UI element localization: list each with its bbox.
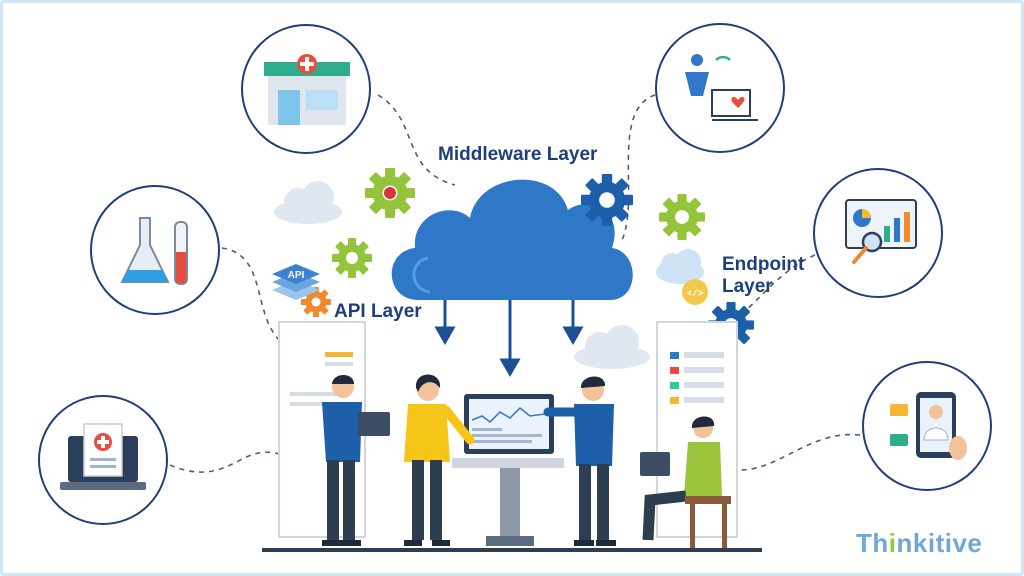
lab-flasks-icon — [90, 185, 220, 315]
decor-clouds — [274, 181, 650, 369]
svg-text:API: API — [288, 270, 305, 281]
central-monitor — [452, 394, 564, 546]
endpoint-layer-label: Endpoint Layer — [722, 254, 832, 298]
api-stack-icon: API — [272, 264, 320, 300]
svg-text:</>: </> — [687, 289, 703, 299]
analytics-dashboard-icon — [813, 168, 943, 298]
person-man-laptop — [322, 375, 390, 546]
endpoint-label-line2: Layer — [722, 276, 773, 297]
gear-icon — [659, 194, 705, 240]
api-layer-label: API Layer — [334, 301, 422, 322]
brand-logo: Thinkitive — [856, 528, 982, 559]
person-woman-yellow — [404, 374, 475, 546]
gear-center-dot — [384, 187, 396, 199]
person-man-pointing — [543, 376, 616, 546]
patient-monitoring-icon — [655, 23, 785, 153]
telehealth-doctor-icon — [862, 361, 992, 491]
medical-record-laptop-icon — [38, 395, 168, 525]
middleware-cloud — [391, 179, 633, 300]
endpoint-label-line1: Endpoint — [722, 254, 805, 275]
endpoint-cloud-icon: </> — [656, 249, 708, 305]
person-woman-sitting — [640, 416, 731, 548]
pharmacy-icon — [241, 24, 371, 154]
brand-accent: i — [888, 528, 897, 558]
brand-prefix: Th — [856, 528, 889, 558]
middleware-layer-label: Middleware Layer — [438, 144, 598, 165]
cloud-arrows — [434, 300, 584, 378]
floor-line — [262, 548, 762, 552]
gear-icon — [581, 173, 633, 226]
brand-suffix: nkitive — [896, 528, 983, 558]
gear-icon — [332, 238, 372, 278]
